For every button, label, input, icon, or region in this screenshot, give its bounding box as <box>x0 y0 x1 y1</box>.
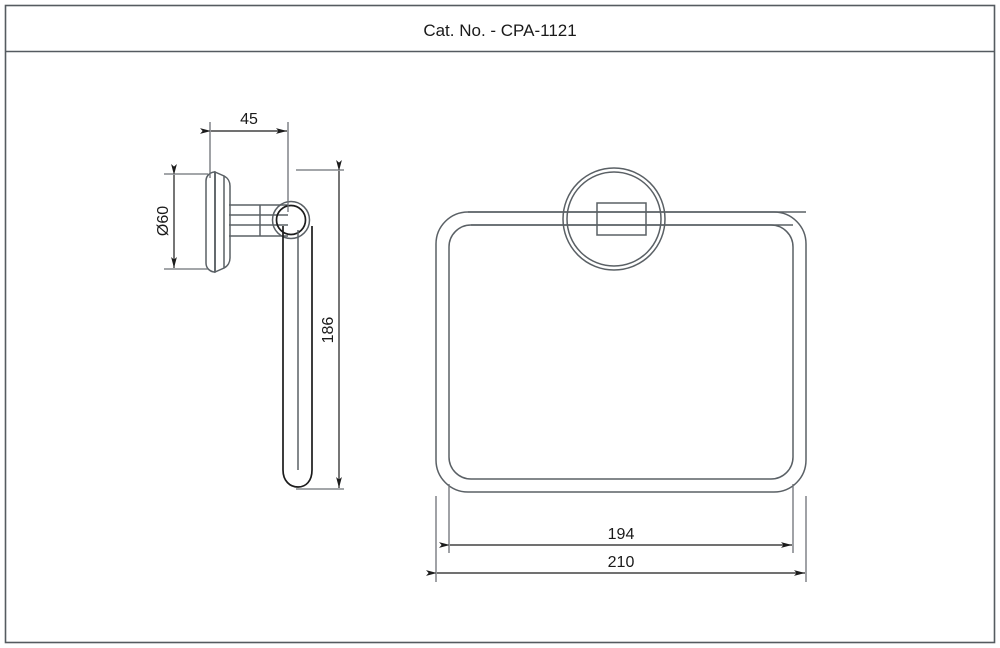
ring-top-bar <box>468 211 806 226</box>
ring-bar-side-profile <box>282 226 313 488</box>
page-title: Cat. No. - CPA-1121 <box>423 21 576 40</box>
dimension-depth-45: 45 <box>200 111 289 212</box>
front-view-extension-lines <box>435 484 807 582</box>
dimension-label-186: 186 <box>320 317 337 344</box>
sheet-border <box>4 4 996 644</box>
ring-outer-outline <box>435 211 807 493</box>
dimension-height-186: 186 <box>296 160 344 490</box>
dimension-label-194: 194 <box>608 526 635 543</box>
dimension-flange-diameter-60: Ø60 <box>155 164 208 270</box>
ring-pivot-boss-side <box>271 200 311 240</box>
ring-inner-outline <box>448 224 794 480</box>
mounting-block-front <box>596 202 647 236</box>
front-elevation-view <box>435 167 807 493</box>
wall-flange-front <box>562 167 666 271</box>
dimension-label-210: 210 <box>608 554 635 571</box>
mounting-shaft-side <box>229 204 288 237</box>
side-elevation-view <box>205 170 313 488</box>
dimension-outer-width-210: 210 <box>426 554 805 576</box>
dimension-label-flange-diameter: Ø60 <box>155 206 172 236</box>
dimension-inner-width-194: 194 <box>439 526 792 548</box>
dimension-label-45: 45 <box>240 111 258 128</box>
wall-flange-side <box>205 170 231 274</box>
